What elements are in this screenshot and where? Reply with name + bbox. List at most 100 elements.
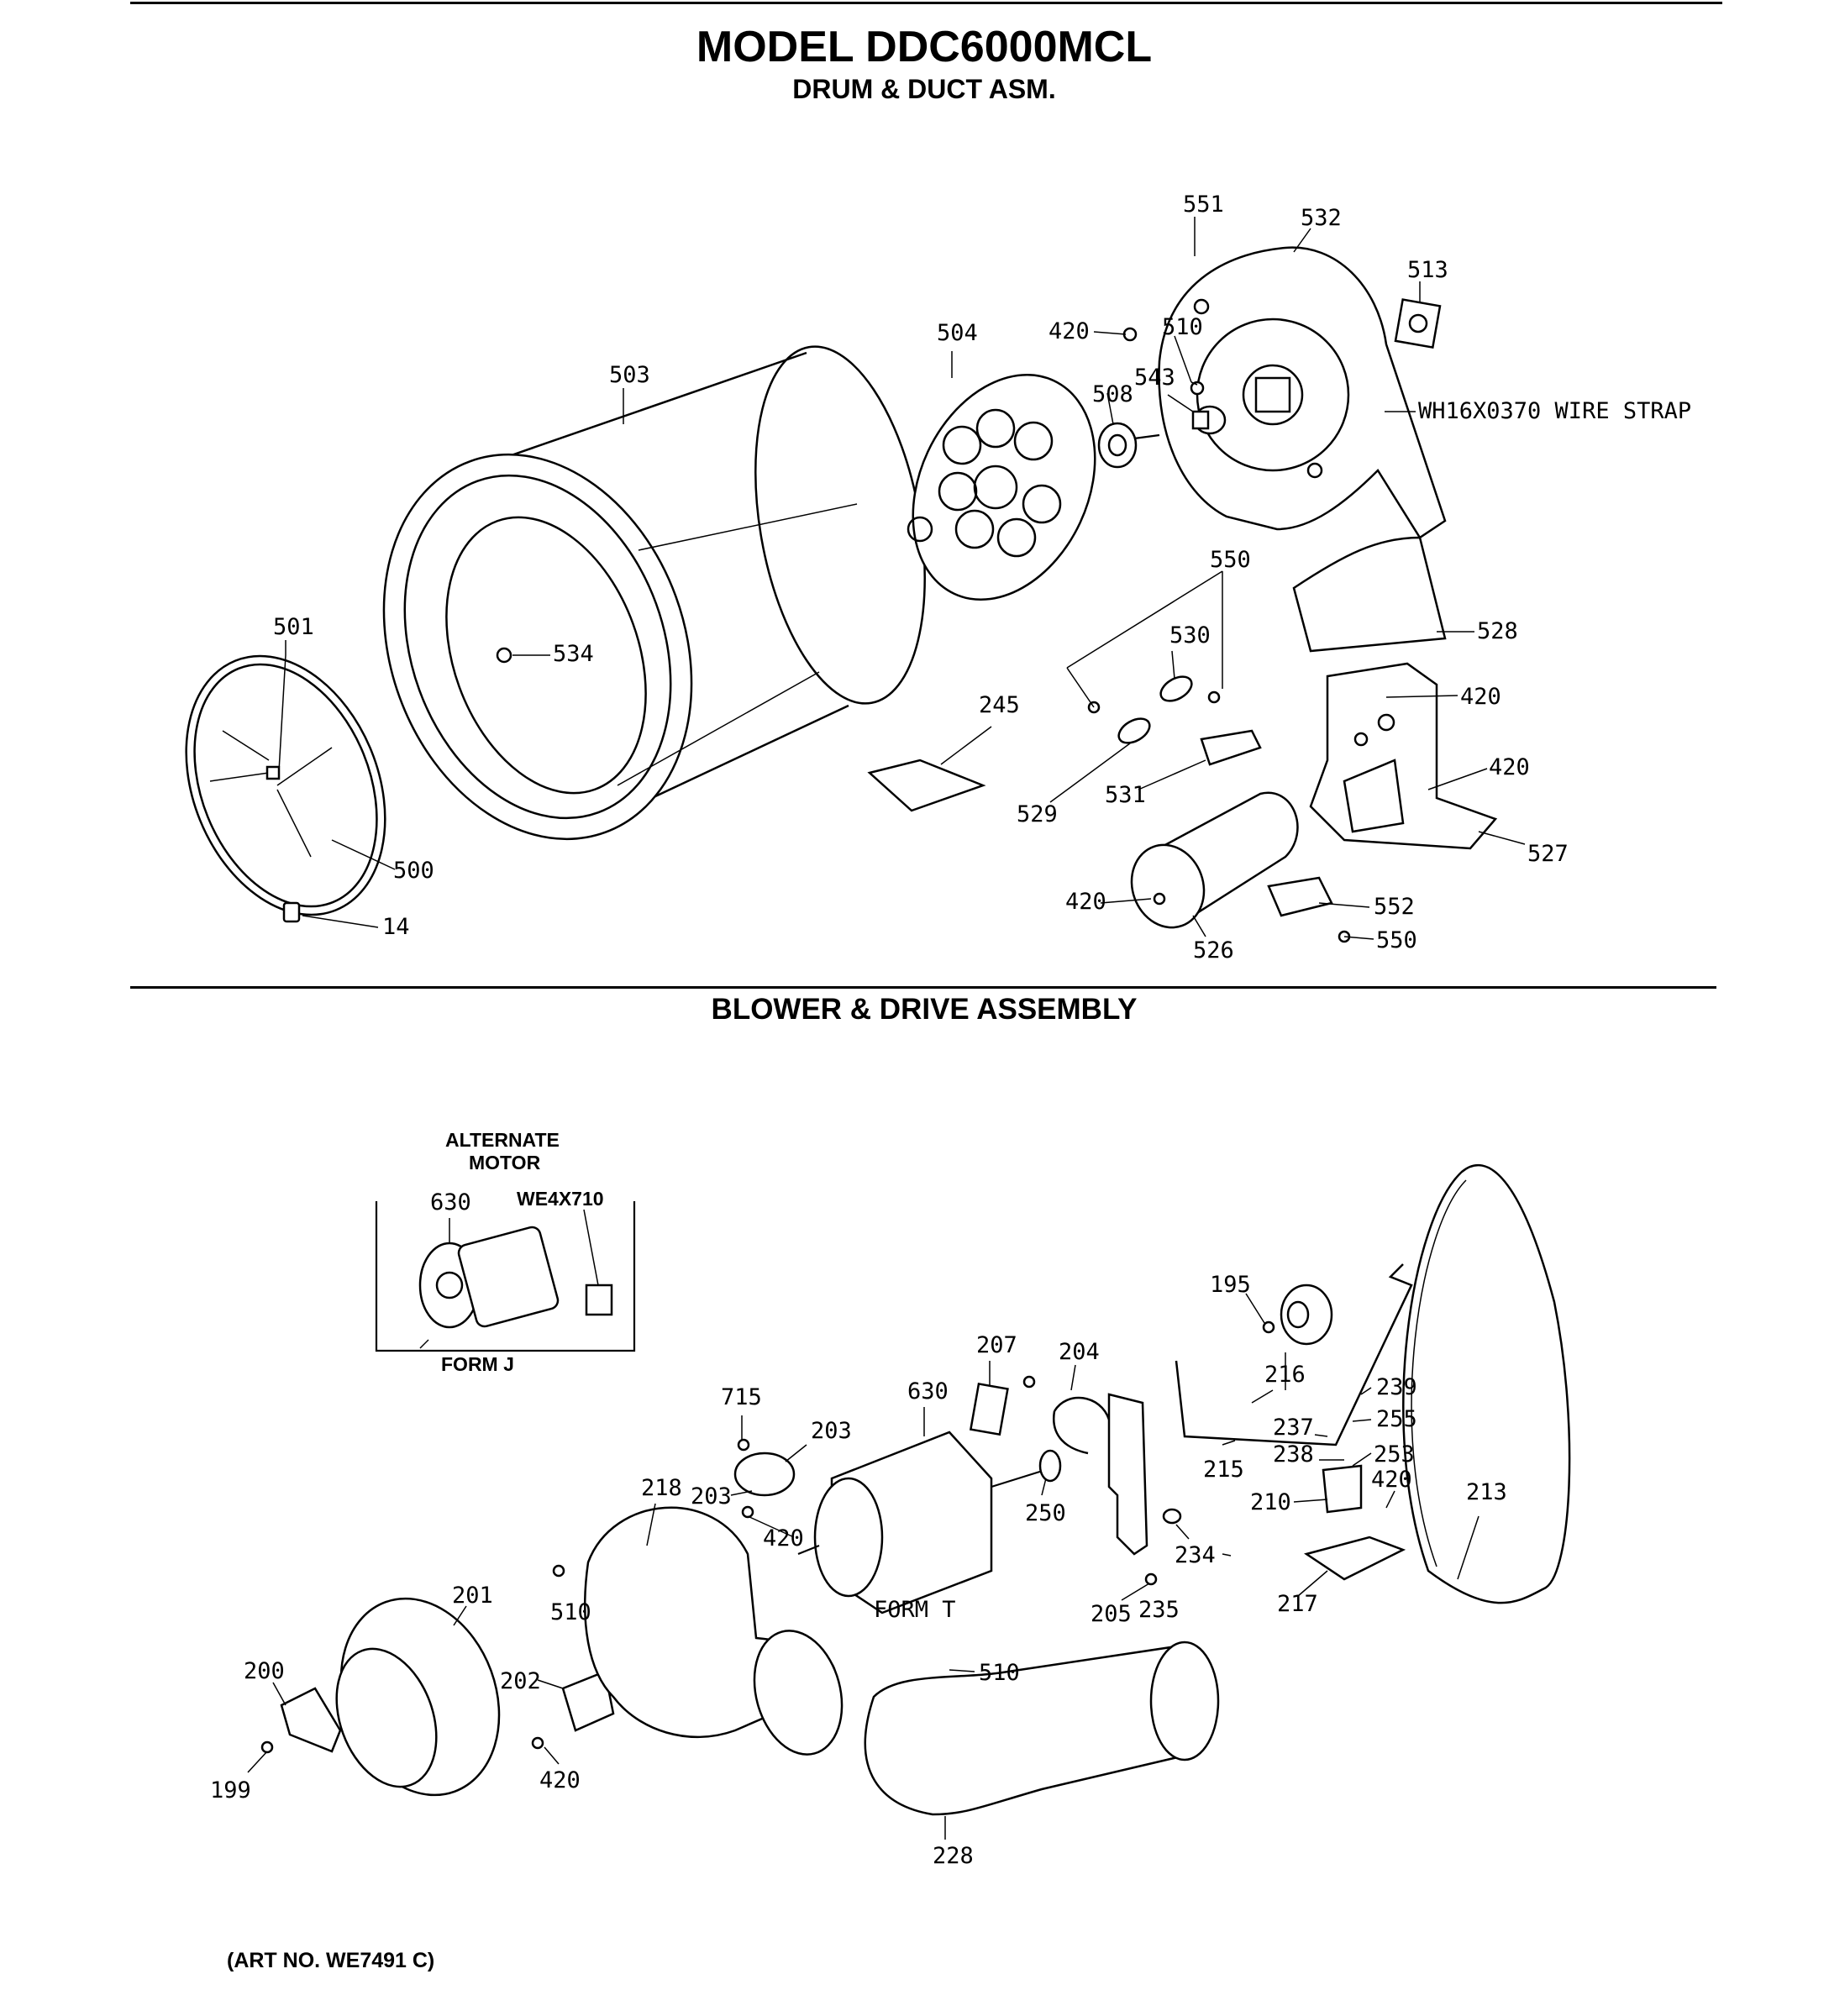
callout-630-a: 630 xyxy=(430,1189,471,1215)
callout-195: 195 xyxy=(1210,1272,1251,1298)
inset-title-line2: MOTOR xyxy=(469,1152,541,1173)
callout-420-f: 420 xyxy=(1371,1467,1412,1493)
part-bracket-200 xyxy=(260,1687,342,1754)
callout-210: 210 xyxy=(1250,1489,1291,1515)
callout-500: 500 xyxy=(393,858,434,884)
callout-504: 504 xyxy=(937,320,978,346)
part-drum-503 xyxy=(382,345,926,841)
callout-534: 534 xyxy=(553,641,594,667)
part-clip-204 xyxy=(1052,1396,1111,1455)
part-idler-pulley-216 xyxy=(1262,1284,1333,1346)
callout-552: 552 xyxy=(1374,894,1415,920)
callout-420-a: 420 xyxy=(1049,318,1090,344)
callout-217: 217 xyxy=(1277,1591,1318,1617)
inset-form-j: FORM J xyxy=(441,1353,514,1375)
callout-510-b: 510 xyxy=(550,1599,591,1625)
callout-503: 503 xyxy=(609,362,650,388)
part-drive-belt-213 xyxy=(1402,1163,1571,1604)
callout-532: 532 xyxy=(1301,205,1342,231)
part-switch-207 xyxy=(969,1375,1036,1436)
callout-250: 250 xyxy=(1025,1500,1066,1526)
part-thermostat-group-530 xyxy=(1087,675,1262,766)
part-drum-seal-501 xyxy=(185,654,386,916)
top-rule xyxy=(130,2,1722,4)
part-bracket-205 xyxy=(1107,1393,1182,1586)
callout-550-b: 550 xyxy=(1376,927,1417,953)
part-bearing-508 xyxy=(1097,422,1160,469)
callout-239: 239 xyxy=(1376,1374,1417,1400)
callout-207: 207 xyxy=(976,1332,1017,1358)
callout-245: 245 xyxy=(979,692,1020,718)
callout-550-a: 550 xyxy=(1210,547,1251,573)
part-duct-528 xyxy=(1292,536,1447,653)
leader-lines xyxy=(247,217,1526,1840)
part-clip-14 xyxy=(282,901,301,923)
callout-501: 501 xyxy=(273,614,314,640)
inset-title-line1: ALTERNATE xyxy=(445,1129,560,1151)
callout-508: 508 xyxy=(1092,381,1133,407)
callout-we4x710: WE4X710 xyxy=(517,1188,604,1210)
callout-715: 715 xyxy=(721,1384,762,1410)
page-title: MODEL DDC6000MCL xyxy=(696,23,1153,71)
part-idler-arm-215 xyxy=(1175,1263,1413,1446)
callout-630-b: 630 xyxy=(907,1378,949,1404)
callout-420-d: 420 xyxy=(1065,889,1106,915)
part-bracket-210 xyxy=(1322,1464,1363,1514)
callout-526: 526 xyxy=(1193,937,1234,963)
part-heater-526 xyxy=(1130,791,1299,929)
callout-203-a: 203 xyxy=(811,1418,852,1444)
part-blower-housing-218 xyxy=(552,1506,844,1756)
callout-420-b: 420 xyxy=(1460,684,1501,710)
callout-218: 218 xyxy=(641,1475,682,1501)
part-plate-245 xyxy=(867,759,986,812)
callout-235: 235 xyxy=(1138,1597,1180,1623)
inset-alternate-motor xyxy=(375,1201,636,1352)
part-rear-panel-532 xyxy=(1122,246,1447,539)
callout-205: 205 xyxy=(1091,1601,1132,1627)
callout-202: 202 xyxy=(500,1668,541,1694)
callout-420-e: 420 xyxy=(763,1525,804,1551)
callout-531: 531 xyxy=(1105,782,1146,808)
section-title-blower-drive: BLOWER & DRIVE ASSEMBLY xyxy=(711,993,1138,1026)
callout-237: 237 xyxy=(1273,1415,1314,1441)
callout-labels: 501 500 14 503 534 504 508 420 510 543 5… xyxy=(210,192,1691,1869)
part-plate-217 xyxy=(1304,1536,1406,1581)
callout-255: 255 xyxy=(1376,1406,1417,1432)
callout-551: 551 xyxy=(1183,192,1224,218)
callout-wire-strap: WH16X0370 WIRE STRAP xyxy=(1418,398,1691,424)
callout-201: 201 xyxy=(452,1583,493,1609)
callout-213: 213 xyxy=(1466,1479,1507,1505)
part-drum-rear-504 xyxy=(907,374,1096,601)
callout-527: 527 xyxy=(1527,841,1569,867)
callout-14: 14 xyxy=(382,914,410,940)
part-bracket-527 xyxy=(1309,662,1498,850)
callout-204: 204 xyxy=(1059,1339,1100,1365)
part-clip-202 xyxy=(531,1670,615,1750)
callout-238: 238 xyxy=(1273,1441,1314,1467)
part-drive-motor-630 xyxy=(797,1431,1062,1614)
callout-530: 530 xyxy=(1169,622,1211,648)
part-blower-wheel-201 xyxy=(335,1597,501,1797)
callout-199: 199 xyxy=(210,1777,251,1803)
part-clamp-203 xyxy=(733,1438,796,1519)
callout-528: 528 xyxy=(1477,618,1518,644)
callout-203-b: 203 xyxy=(691,1483,732,1509)
callout-513: 513 xyxy=(1407,257,1448,283)
callout-510-c: 510 xyxy=(979,1660,1020,1686)
callout-543: 543 xyxy=(1134,365,1175,391)
callout-216: 216 xyxy=(1264,1362,1306,1388)
callout-228: 228 xyxy=(933,1843,974,1869)
page-subtitle: DRUM & DUCT ASM. xyxy=(792,74,1056,104)
callout-200: 200 xyxy=(244,1658,285,1684)
callout-420-g: 420 xyxy=(539,1767,581,1793)
part-thermostat-513 xyxy=(1394,298,1442,349)
callout-510-a: 510 xyxy=(1162,314,1203,340)
callout-529: 529 xyxy=(1017,801,1058,827)
part-exhaust-duct-228 xyxy=(864,1641,1220,1816)
callout-215: 215 xyxy=(1203,1457,1244,1483)
part-terminal-block-552 xyxy=(1267,876,1351,943)
art-number: (ART NO. WE7491 C) xyxy=(227,1949,435,1972)
callout-234: 234 xyxy=(1175,1542,1216,1568)
callout-420-c: 420 xyxy=(1489,754,1530,780)
